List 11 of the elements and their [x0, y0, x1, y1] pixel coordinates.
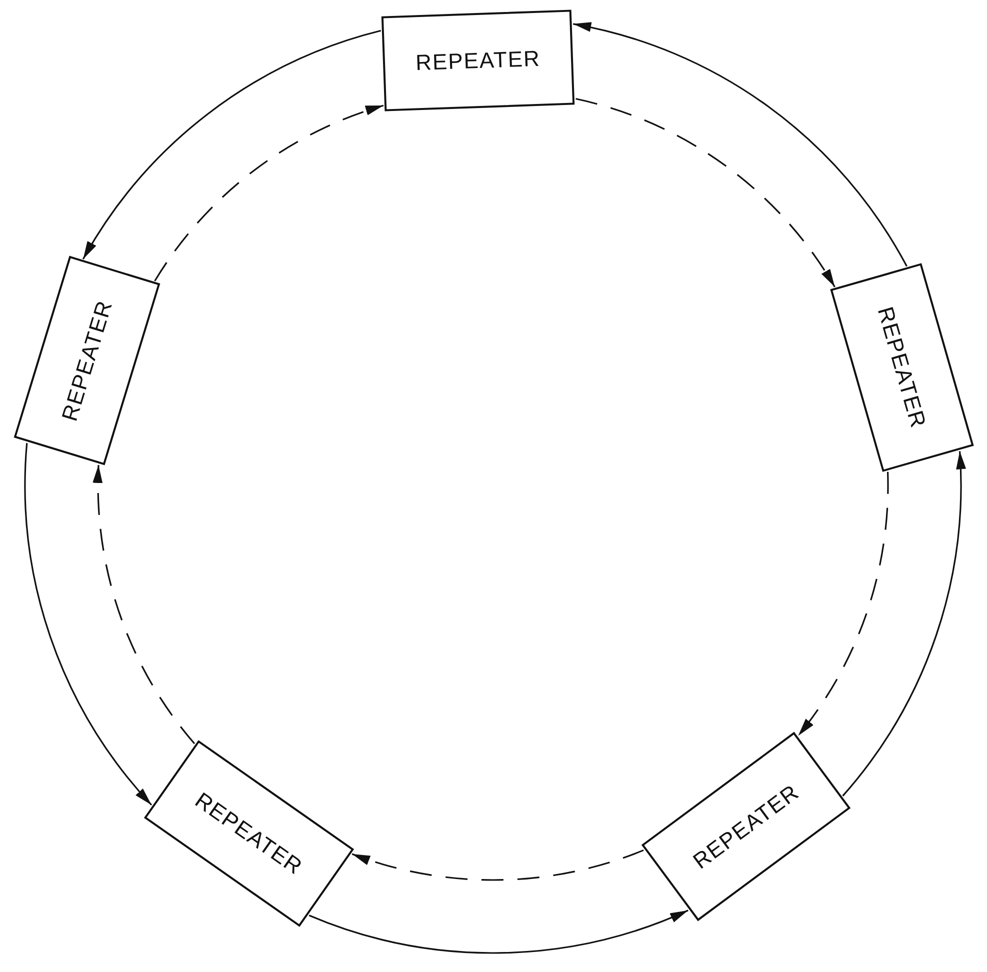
dashed-arrow	[576, 98, 836, 288]
dashed-arrow	[94, 464, 196, 744]
dashed-arrow	[154, 104, 384, 282]
arrow	[308, 910, 688, 954]
repeater-box: REPEATER	[382, 9, 575, 112]
arrow	[82, 30, 382, 260]
arrow	[842, 451, 966, 796]
dashed-arrow	[352, 849, 644, 881]
arrow	[572, 23, 908, 267]
dashed-arrow	[798, 472, 889, 736]
arrow	[24, 443, 152, 806]
